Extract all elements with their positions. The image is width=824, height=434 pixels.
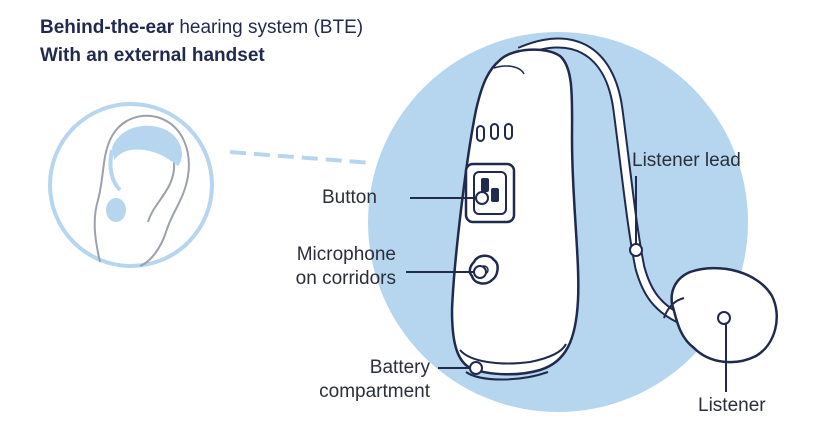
listener-lead-wire — [517, 37, 691, 328]
label-battery: Battery compartment — [294, 356, 430, 404]
callout-listener — [717, 311, 731, 392]
label-microphone-line-1: Microphone — [296, 244, 396, 265]
ear-inset-circle — [48, 102, 214, 268]
title-line-1: Behind-the-ear hearing system (BTE) — [40, 14, 363, 42]
device-button — [464, 162, 516, 224]
label-microphone-line-2: on corridors — [295, 268, 396, 289]
label-battery-line-1: Battery — [369, 357, 430, 378]
title-bold-part: Behind-the-ear — [40, 17, 175, 38]
callout-listener-lead — [629, 176, 643, 257]
callout-button — [410, 191, 489, 205]
label-button: Button — [322, 187, 377, 208]
hearing-aid-body — [450, 48, 580, 381]
callout-battery — [438, 361, 483, 375]
dashed-connector — [229, 150, 373, 165]
label-listener-lead: Listener lead — [632, 150, 741, 171]
ear-illustration — [48, 102, 214, 268]
label-microphone: Microphone on corridors — [276, 243, 396, 291]
label-battery-line-2: compartment — [319, 381, 430, 402]
title-rest-part: hearing system (BTE) — [174, 17, 364, 38]
label-listener: Listener — [698, 395, 766, 416]
diagram-title: Behind-the-ear hearing system (BTE) With… — [40, 14, 363, 70]
callout-microphone — [406, 265, 487, 279]
title-line-2: With an external handset — [40, 45, 265, 66]
